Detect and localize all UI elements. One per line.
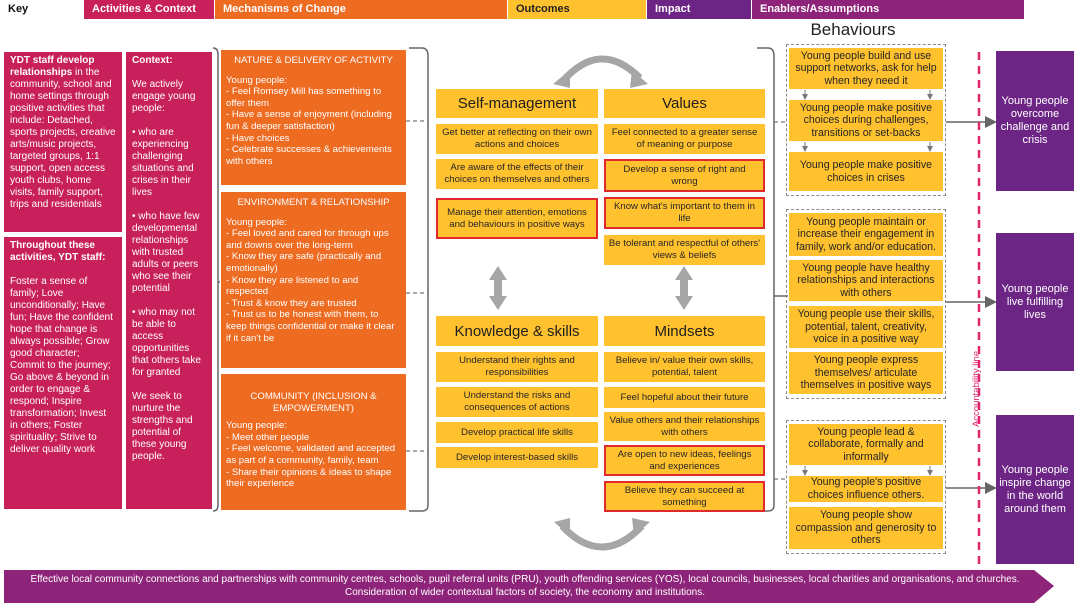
enablers-line-1: Effective local community connections an… xyxy=(30,574,1020,585)
double-arrow-left xyxy=(489,266,507,310)
mechanism-environment-title: ENVIRONMENT & RELATIONSHIP xyxy=(237,197,390,208)
key-impact: Impact xyxy=(647,0,751,19)
behaviour-1-2: Young people make positive choices durin… xyxy=(789,100,943,141)
mechanism-nature-text: Young people: - Feel Romsey Mill has som… xyxy=(226,74,392,167)
activities-bracket xyxy=(212,47,219,512)
activities-through-bold: Throughout these activities, YDT staff: xyxy=(10,240,106,263)
mechanism-community-box: COMMUNITY (INCLUSION & EMPOWERMENT) Youn… xyxy=(221,374,406,510)
key-outcomes: Outcomes xyxy=(508,0,646,19)
activities-through-text: Foster a sense of family; Love unconditi… xyxy=(10,276,113,455)
mechanisms-bracket xyxy=(409,47,429,512)
behaviour-3-1: Young people lead & collaborate, formall… xyxy=(789,424,943,465)
behaviours-title: Behaviours xyxy=(810,20,896,39)
context-box: Context: We actively engage young people… xyxy=(126,52,212,509)
impact-3: Young people inspire change in the world… xyxy=(996,415,1074,564)
impact-1: Young people overcome challenge and cris… xyxy=(996,51,1074,191)
mechanism-community-title: COMMUNITY (INCLUSION & EMPOWERMENT) xyxy=(250,391,377,414)
enablers-line-2: Consideration of wider contextual factor… xyxy=(344,586,705,598)
self-management-item-1: Get better at reflecting on their own ac… xyxy=(436,124,598,154)
behaviour-2-3: Young people use their skills, potential… xyxy=(789,306,943,348)
knowledge-item-1: Understand their rights and responsibili… xyxy=(436,352,598,382)
key-enablers: Enablers/Assumptions xyxy=(752,0,1024,19)
cycle-arrow-top xyxy=(559,55,643,85)
behaviour-3-3: Young people show compassion and generos… xyxy=(789,507,943,549)
behaviours-group-2 xyxy=(786,209,946,399)
behaviour-1-1: Young people build and use support netwo… xyxy=(789,48,943,89)
accountability-label: Accountability line xyxy=(971,350,982,428)
double-arrow-right xyxy=(675,266,693,310)
behaviour-2-4: Young people express themselves/ articul… xyxy=(789,352,943,394)
context-text: We actively engage young people: • who a… xyxy=(132,79,201,462)
mechanism-nature-title: NATURE & DELIVERY OF ACTIVITY xyxy=(234,55,393,66)
key-activities: Activities & Context xyxy=(84,0,214,19)
key-mechanisms: Mechanisms of Change xyxy=(215,0,507,19)
activities-staff-text: in the community, school and home settin… xyxy=(10,67,116,210)
knowledge-item-3: Develop practical life skills xyxy=(436,422,598,443)
activities-through-box: Throughout these activities, YDT staff: … xyxy=(4,237,122,509)
mechanism-environment-box: ENVIRONMENT & RELATIONSHIP Young people:… xyxy=(221,192,406,368)
mindsets-item-3: Value others and their relationships wit… xyxy=(604,412,765,441)
knowledge-item-4: Develop interest-based skills xyxy=(436,447,598,468)
values-header: Values xyxy=(604,89,765,118)
mindsets-header: Mindsets xyxy=(604,316,765,346)
mechanism-nature-box: NATURE & DELIVERY OF ACTIVITY Young peop… xyxy=(221,50,406,185)
activities-staff-bold: YDT staff develop relationships xyxy=(10,55,95,78)
behaviour-3-2: Young people's positive choices influenc… xyxy=(789,476,943,502)
context-title: Context: xyxy=(132,55,173,66)
self-management-item-3: Manage their attention, emotions and beh… xyxy=(436,198,598,239)
values-item-2: Develop a sense of right and wrong xyxy=(604,159,765,192)
behaviour-2-2: Young people have healthy relationships … xyxy=(789,260,943,301)
mindsets-item-1: Believe in/ value their own skills, pote… xyxy=(604,352,765,382)
self-management-item-2: Are aware of the effects of their choice… xyxy=(436,159,598,189)
enablers-text: Effective local community connections an… xyxy=(10,574,1040,600)
mindsets-item-2: Feel hopeful about their future xyxy=(604,387,765,408)
behaviour-2-1: Young people maintain or increase their … xyxy=(789,213,943,256)
values-item-3: Know what's important to them in life xyxy=(604,197,765,229)
values-item-4: Be tolerant and respectful of others' vi… xyxy=(604,235,765,265)
values-item-1: Feel connected to a greater sense of mea… xyxy=(604,124,765,154)
knowledge-item-2: Understand the risks and consequences of… xyxy=(436,387,598,417)
mechanism-community-text: Young people: - Meet other people - Feel… xyxy=(226,420,396,490)
self-management-header: Self-management xyxy=(436,89,598,118)
activities-staff-box: YDT staff develop relationships in the c… xyxy=(4,52,122,232)
cycle-arrow-bottom xyxy=(559,523,645,551)
behaviours-group-1 xyxy=(786,44,946,196)
impact-2: Young people live fulfilling lives xyxy=(996,233,1074,371)
key-label: Key xyxy=(0,0,84,19)
knowledge-header: Knowledge & skills xyxy=(436,316,598,346)
mindsets-item-5: Believe they can succeed at something xyxy=(604,481,765,512)
mindsets-item-4: Are open to new ideas, feelings and expe… xyxy=(604,445,765,476)
behaviours-group-3 xyxy=(786,420,946,554)
mechanism-environment-text: Young people: - Feel loved and cared for… xyxy=(226,216,395,344)
behaviour-1-3: Young people make positive choices in cr… xyxy=(789,152,943,191)
